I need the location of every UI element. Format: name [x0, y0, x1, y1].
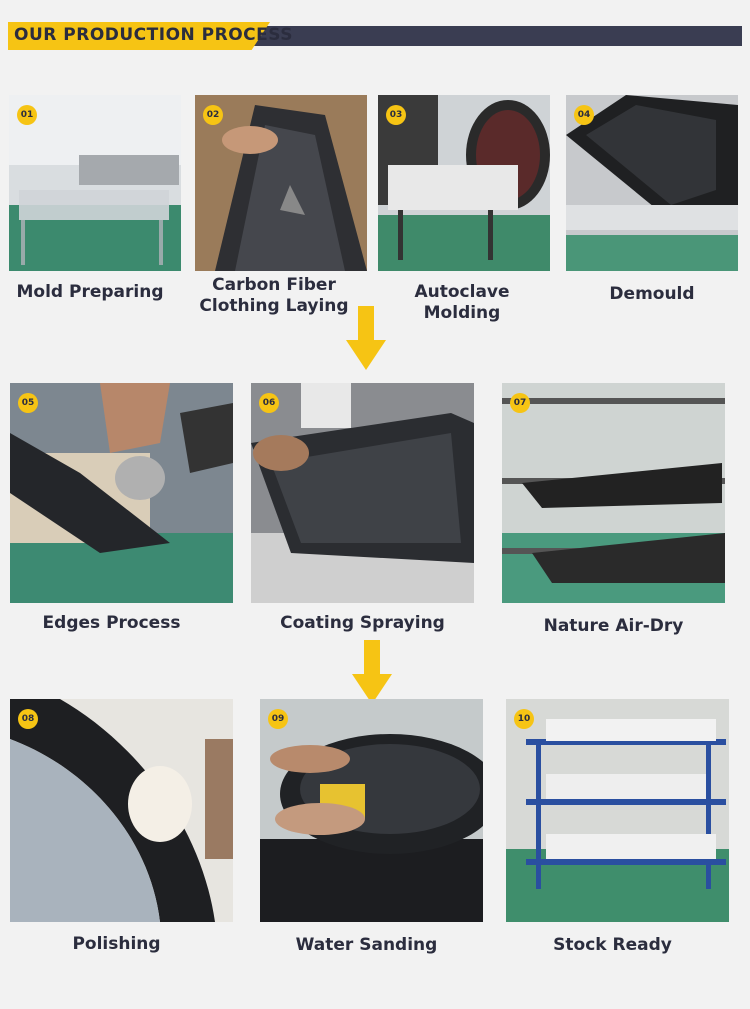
- step-label: Autoclave Molding: [414, 282, 510, 323]
- step-badge: 09: [268, 709, 288, 729]
- arrow-down-icon: [346, 306, 386, 370]
- step-badge: 06: [259, 393, 279, 413]
- step-badge: 05: [18, 393, 38, 413]
- photo-polishing: 08: [10, 699, 233, 922]
- photo-water-sanding: 09: [260, 699, 483, 922]
- step-badge: 01: [17, 105, 37, 125]
- photo-mold-preparing: 01: [9, 95, 181, 271]
- section-title: OUR PRODUCTION PROCESS: [14, 25, 293, 45]
- photo-carbon-fiber-laying: 02: [195, 95, 367, 271]
- photo-autoclave-molding: 03: [378, 95, 550, 271]
- step-label: Edges Process: [42, 613, 181, 633]
- photo-nature-air-dry: 07: [502, 383, 725, 603]
- step-label: Stock Ready: [553, 935, 672, 955]
- step-label: Mold Preparing: [16, 282, 164, 302]
- header-yellow-tab: [8, 22, 270, 50]
- photo-coating-spraying: 06: [251, 383, 474, 603]
- step-badge: 03: [386, 105, 406, 125]
- photo-stock-ready: 10: [506, 699, 729, 922]
- step-label: Carbon Fiber Clothing Laying: [199, 275, 349, 316]
- step-badge: 04: [574, 105, 594, 125]
- step-badge: 08: [18, 709, 38, 729]
- step-badge: 02: [203, 105, 223, 125]
- step-badge: 07: [510, 393, 530, 413]
- step-badge: 10: [514, 709, 534, 729]
- step-label: Nature Air-Dry: [543, 616, 684, 636]
- photo-demould: 04: [566, 95, 738, 271]
- header-dark-bar: [248, 26, 742, 46]
- step-label: Polishing: [72, 934, 161, 954]
- photo-edges-process: 05: [10, 383, 233, 603]
- step-label: Water Sanding: [295, 935, 438, 955]
- arrow-down-icon: [352, 640, 392, 704]
- step-label: Coating Spraying: [280, 613, 445, 633]
- section-header: OUR PRODUCTION PROCESS: [8, 22, 742, 50]
- step-label: Demould: [609, 284, 695, 304]
